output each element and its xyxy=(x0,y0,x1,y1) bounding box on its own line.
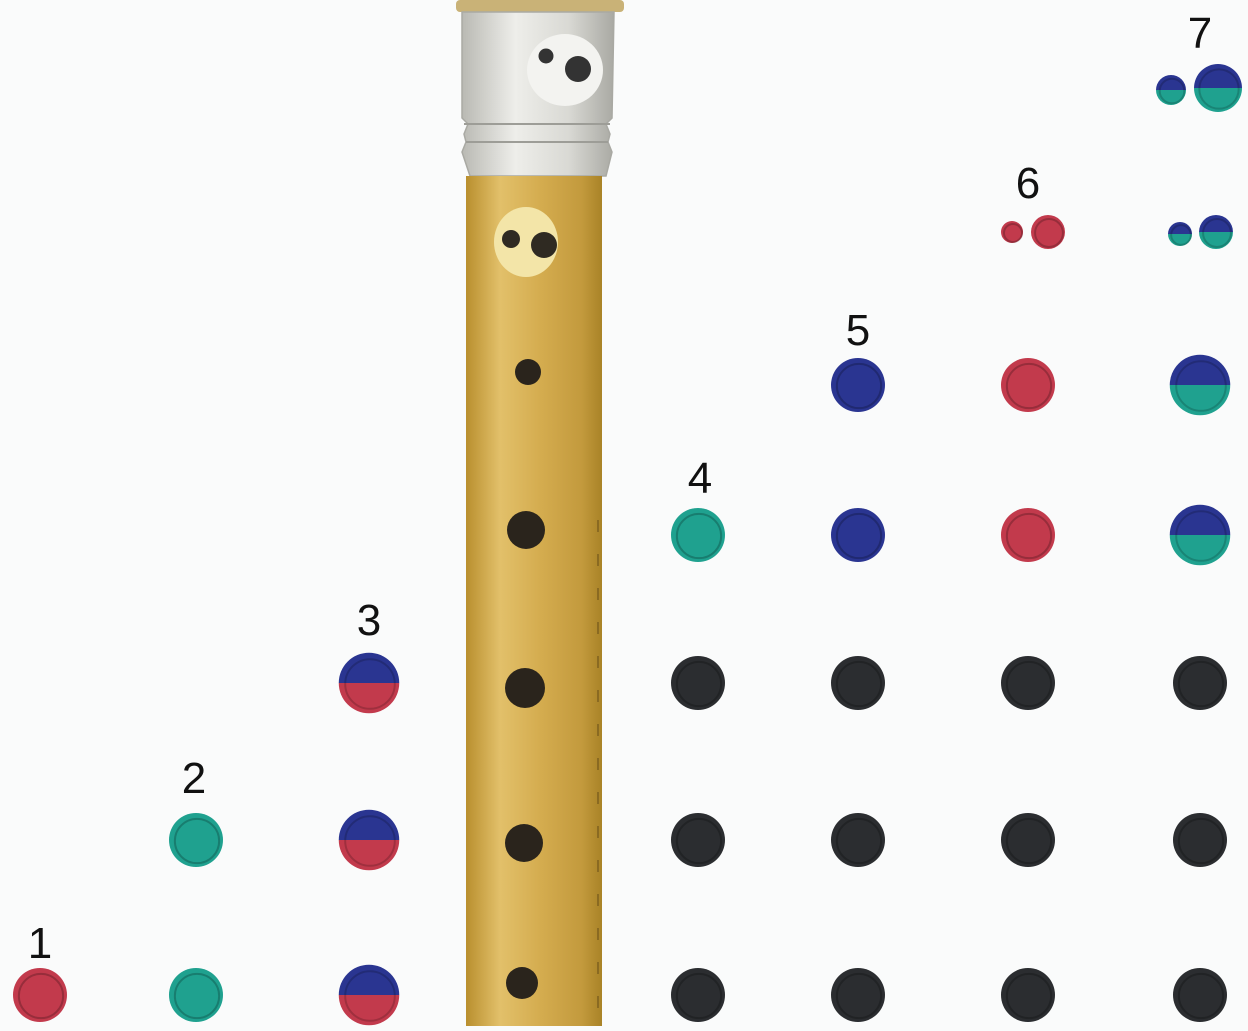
closed-hole-dot xyxy=(671,968,725,1022)
column-label: 4 xyxy=(688,454,712,503)
body-hole xyxy=(505,824,543,862)
teal-hole-dot xyxy=(671,508,725,562)
headjoint-hole-large xyxy=(565,56,591,82)
column-label: 3 xyxy=(357,596,381,645)
column-label: 6 xyxy=(1016,159,1040,208)
double-hole-large-dot xyxy=(1031,215,1065,249)
closed-hole-dot xyxy=(831,968,885,1022)
teal-hole-dot xyxy=(169,968,223,1022)
closed-hole-dot xyxy=(1173,656,1227,710)
closed-hole-dot xyxy=(1001,968,1055,1022)
closed-hole-dot xyxy=(1001,656,1055,710)
body-hole xyxy=(505,668,545,708)
blue-teal-hole-dot xyxy=(1170,505,1230,565)
blue-hole-dot xyxy=(831,508,885,562)
closed-hole-dot xyxy=(831,813,885,867)
recorder-illustration xyxy=(456,0,624,1026)
closed-hole-dot xyxy=(671,813,725,867)
closed-hole-dot xyxy=(1001,813,1055,867)
body-hole xyxy=(507,511,545,549)
double-hole-large-dot xyxy=(1199,215,1233,249)
column-label: 7 xyxy=(1188,9,1212,58)
double-hole-small-dot xyxy=(1156,75,1186,105)
red-hole-dot xyxy=(1001,358,1055,412)
blue-teal-hole-dot xyxy=(1170,355,1230,415)
body-hole xyxy=(515,359,541,385)
blue-red-hole-dot xyxy=(339,810,399,870)
column-label: 1 xyxy=(28,919,52,968)
blue-red-hole-dot xyxy=(339,653,399,713)
fingering-dots xyxy=(13,64,1242,1025)
headjoint-window xyxy=(527,34,603,106)
closed-hole-dot xyxy=(831,656,885,710)
column-label: 5 xyxy=(846,306,870,355)
recorder-body xyxy=(466,176,602,1026)
body-hole xyxy=(506,967,538,999)
teal-hole-dot xyxy=(169,813,223,867)
closed-hole-dot xyxy=(671,656,725,710)
double-hole-small-dot xyxy=(1168,222,1192,246)
closed-hole-dot xyxy=(1173,968,1227,1022)
recorder-top-ring xyxy=(456,0,624,12)
double-hole-large-dot xyxy=(1194,64,1242,112)
red-hole-dot xyxy=(1001,508,1055,562)
blue-red-hole-dot xyxy=(339,965,399,1025)
body-thumb-hole-small xyxy=(502,230,520,248)
body-thumb-hole-large xyxy=(531,232,557,258)
column-label: 2 xyxy=(182,754,206,803)
closed-hole-dot xyxy=(1173,813,1227,867)
blue-hole-dot xyxy=(831,358,885,412)
headjoint-hole-small xyxy=(539,49,554,64)
red-hole-dot xyxy=(13,968,67,1022)
